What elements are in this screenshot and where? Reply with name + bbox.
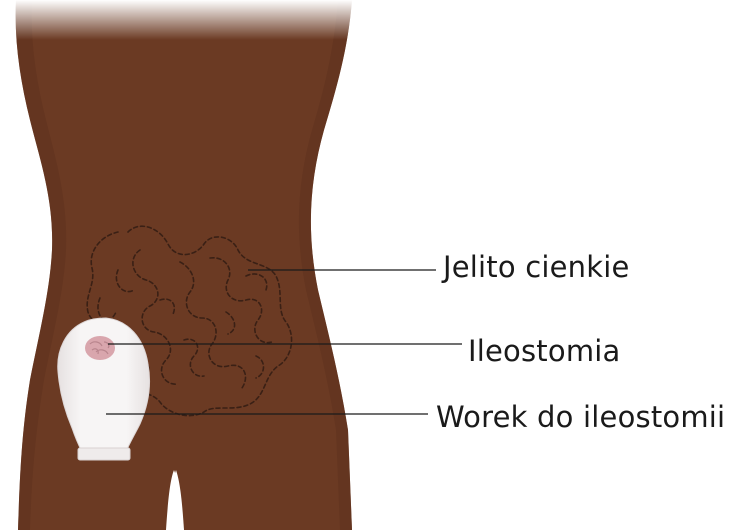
top-fade [0,0,380,40]
label-ileostomy-bag: Worek do ileostomii [436,400,725,434]
bag-outlet [78,448,130,460]
stoma-icon [85,336,115,360]
label-ileostomy: Ileostomia [468,334,621,368]
torso-shape [16,0,352,530]
label-small-intestine: Jelito cienkie [443,250,630,284]
